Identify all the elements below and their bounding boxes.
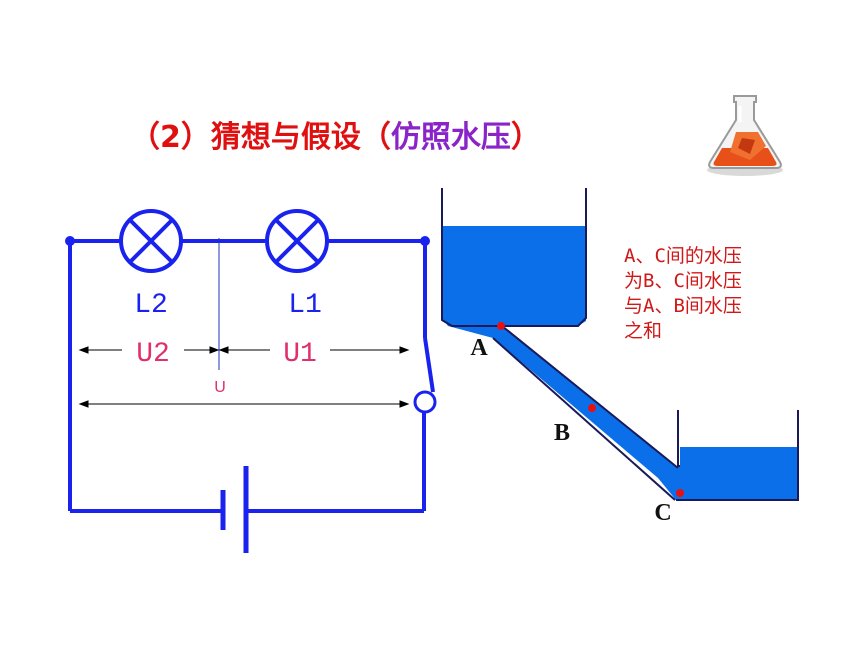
upper-tank-outline xyxy=(441,188,587,327)
pressure-note: A、C间的水压 为B、C间水压 与A、B间水压 之和 xyxy=(624,244,742,344)
lamp-l2-icon xyxy=(119,209,183,273)
note-line: 之和 xyxy=(624,320,663,342)
flask-icon xyxy=(707,95,783,176)
point-a-dot xyxy=(497,322,505,330)
point-c-dot xyxy=(676,489,684,497)
node-right xyxy=(420,236,430,246)
lamp-l1-label: L1 xyxy=(288,290,322,321)
lower-tank-right xyxy=(676,410,799,501)
water-system xyxy=(441,188,799,501)
lamp-l2-label: L2 xyxy=(134,290,168,321)
voltage-arrows xyxy=(78,346,410,408)
title-part-2: 仿照水压 xyxy=(390,120,511,155)
water-fill xyxy=(442,226,798,500)
lamp-l1-icon xyxy=(265,209,329,273)
point-a-label: A xyxy=(470,335,488,361)
pipe-edge-upper xyxy=(501,325,679,469)
voltage-u2-label: U2 xyxy=(136,339,170,370)
circuit-wires xyxy=(68,239,435,513)
slide-title: （2）猜想与假设（仿照水压） xyxy=(130,112,541,156)
node-left xyxy=(65,236,75,246)
lower-tank-outline xyxy=(677,410,680,467)
title-part-3: ） xyxy=(510,120,541,155)
point-b-label: B xyxy=(554,420,570,446)
title-part-1: （2）猜想与假设（ xyxy=(130,120,391,155)
switch-pivot xyxy=(413,390,437,414)
battery-icon xyxy=(220,466,249,553)
note-line: 为B、C间水压 xyxy=(624,270,742,292)
note-line: A、C间的水压 xyxy=(624,245,742,267)
note-line: 与A、B间水压 xyxy=(624,295,742,317)
voltage-u1-label: U1 xyxy=(283,339,317,370)
pipe-edge-lower xyxy=(492,337,676,501)
point-c-label: C xyxy=(654,500,671,526)
voltage-u-label: U xyxy=(214,379,226,396)
point-b-dot xyxy=(588,404,596,412)
